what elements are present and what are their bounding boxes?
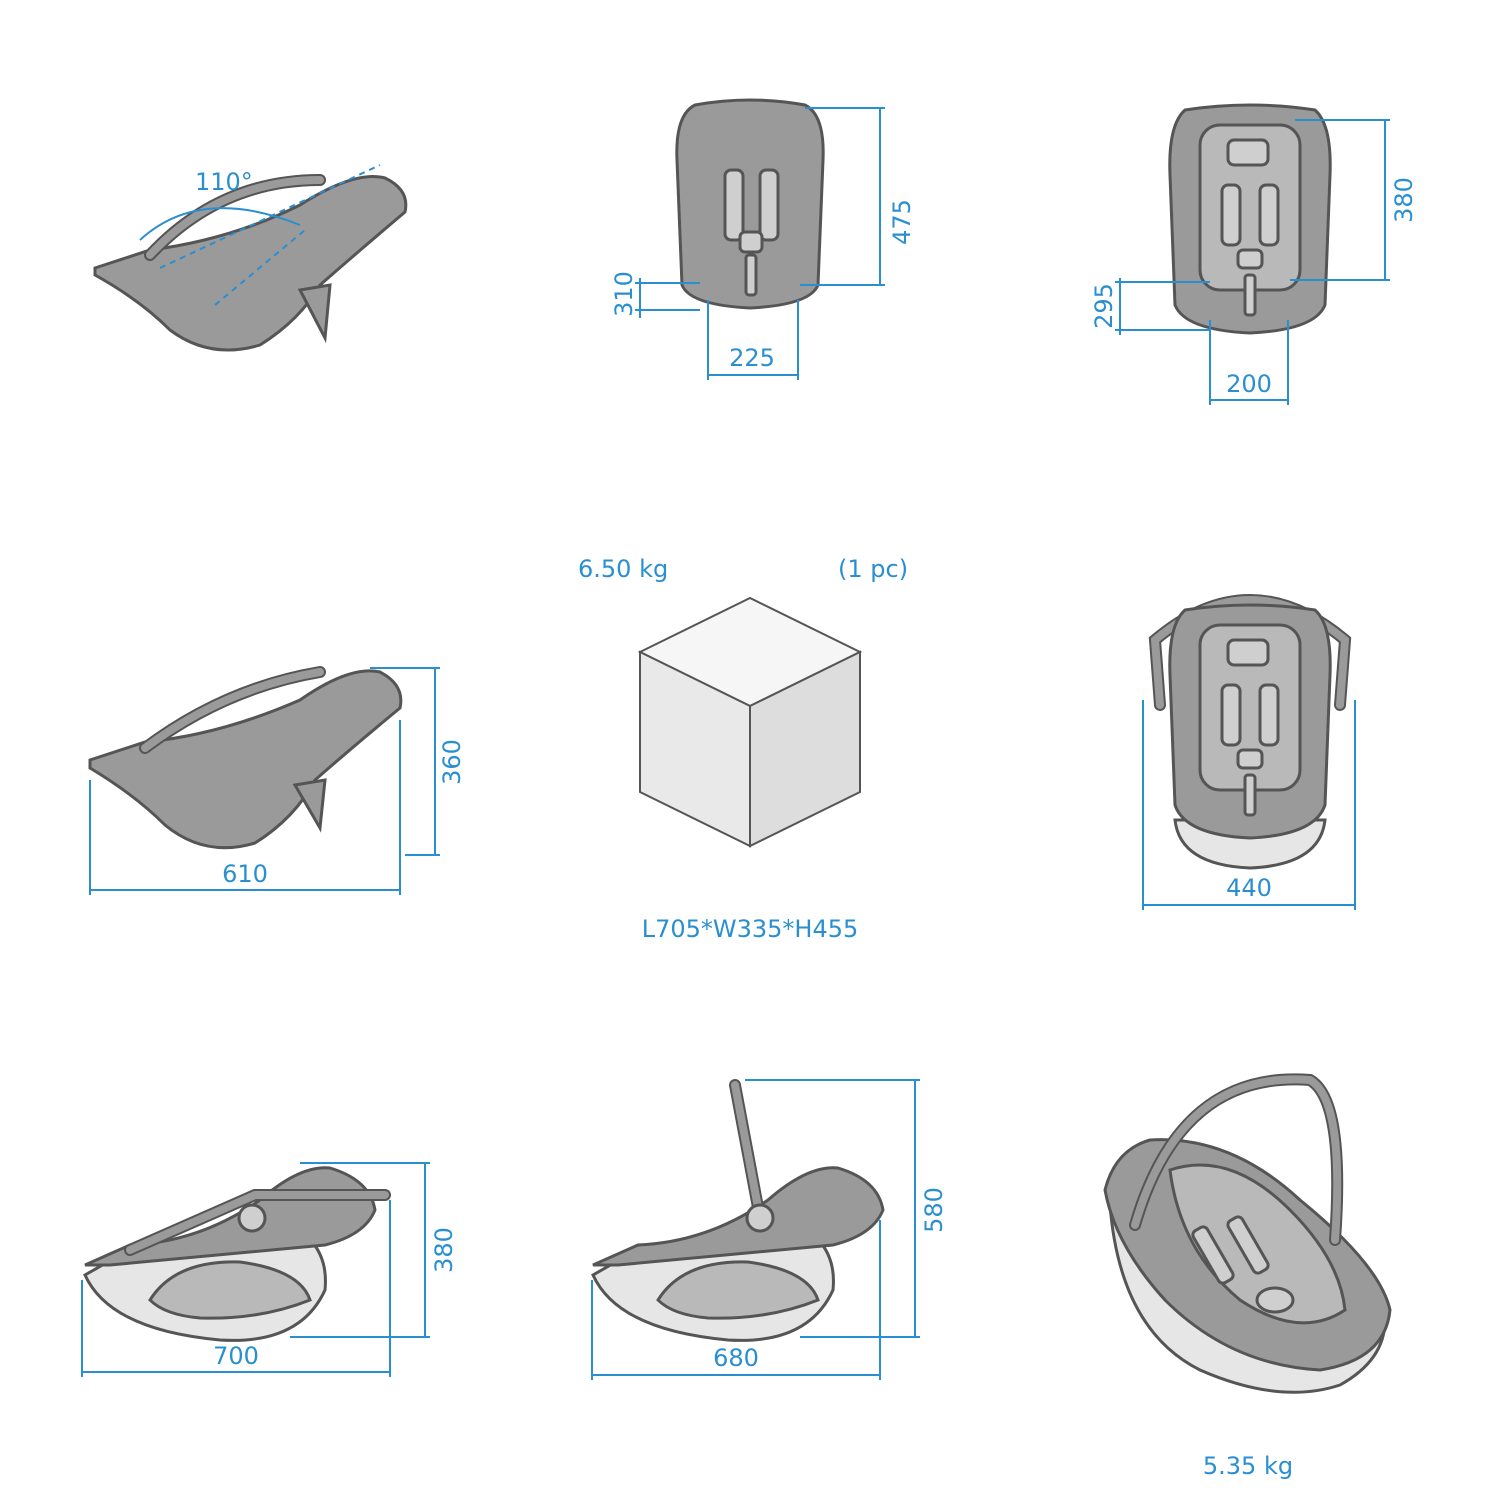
box-size-label: L705*W335*H455 (642, 915, 859, 943)
box-weight-label: 6.50 kg (578, 555, 668, 583)
front-side-label: 310 (610, 271, 638, 317)
front-handle-width-label: 440 (1226, 874, 1272, 902)
side-low-view: 380 700 (81, 1162, 458, 1377)
box-count-label: (1 pc) (838, 555, 908, 583)
box-view: 6.50 kg (1 pc) L705*W335*H455 (578, 555, 908, 943)
front-width-label: 225 (729, 344, 775, 372)
side-carry-length-label: 680 (713, 1344, 759, 1372)
front-handle-view: 440 (1142, 594, 1356, 910)
recline-angle-label: 110° (195, 168, 253, 196)
side-carry-view: 580 680 (591, 1079, 948, 1380)
insert-height-label: 380 (1390, 177, 1418, 223)
perspective-view: 5.35 kg (1103, 1073, 1392, 1480)
side-recline-height-label: 360 (438, 739, 466, 785)
front-view: 475 310 225 (610, 98, 916, 380)
side-low-length-label: 700 (213, 1342, 259, 1370)
side-low-height-label: 380 (430, 1227, 458, 1273)
recline-view: 110° (93, 164, 408, 352)
front-insert-view: 380 295 200 (1090, 103, 1418, 405)
side-recline-length-label: 610 (222, 860, 268, 888)
front-height-label: 475 (888, 199, 916, 245)
side-recline-view: 360 610 (88, 666, 466, 895)
perspective-weight-label: 5.35 kg (1203, 1452, 1293, 1480)
insert-width-label: 200 (1226, 370, 1272, 398)
insert-side-label: 295 (1090, 283, 1118, 329)
side-carry-height-label: 580 (920, 1187, 948, 1233)
